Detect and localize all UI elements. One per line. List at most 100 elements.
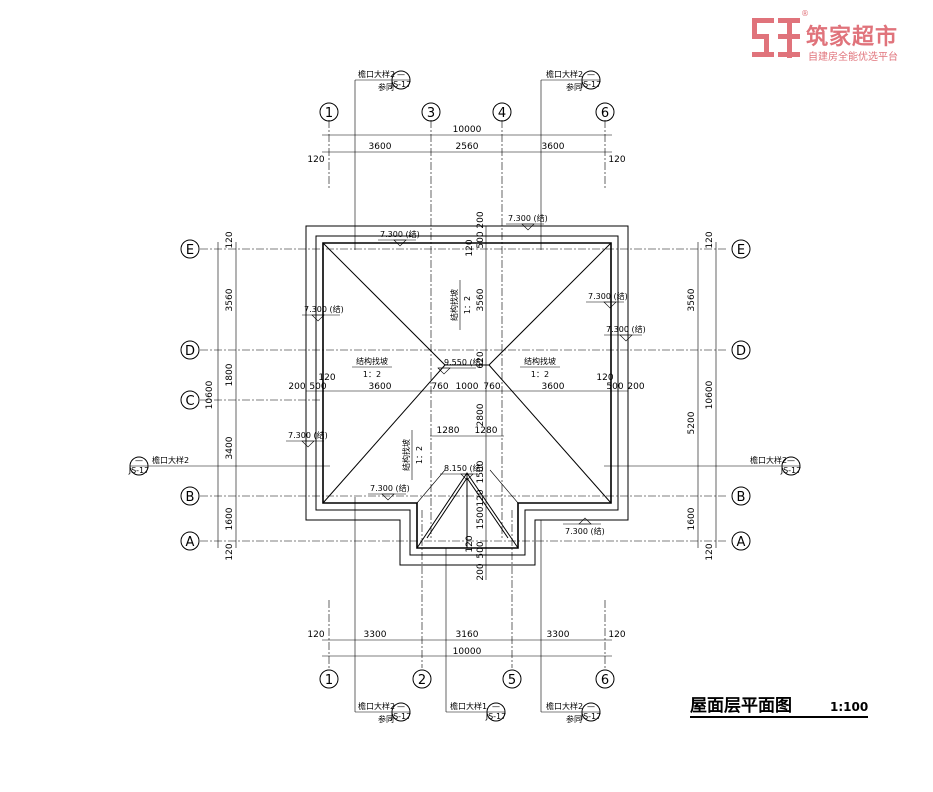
slope-right-ratio: 1：2 bbox=[531, 370, 549, 379]
dim-porch-w-1: 1280 bbox=[437, 426, 460, 436]
dim-top-seg-3: 2560 bbox=[456, 142, 479, 152]
dim-right-seg-3: 5200 bbox=[687, 411, 697, 434]
axis-label-top-3: 3 bbox=[427, 106, 435, 121]
dim-bottom-seg-4: 3300 bbox=[547, 630, 570, 640]
detail-ref-bottom-mid-text: 檐口大样1 bbox=[450, 701, 487, 711]
axis-bubbles-left: E D C B A bbox=[180, 239, 200, 551]
detail-ref-bottom-left: 檐口大样2 参同 — JS-17 bbox=[354, 497, 411, 724]
detail-ref-top-right-sub: 参同 bbox=[566, 82, 582, 92]
detail-ref-top-right-sheet: JS-17 bbox=[580, 80, 602, 89]
detail-ref-top-left-text: 檐口大样2 bbox=[358, 69, 395, 79]
detail-ref-bottom-mid-sheet: JS-17 bbox=[485, 712, 507, 721]
slope-left-ratio: 1：2 bbox=[363, 370, 381, 379]
detail-ref-right-num: — bbox=[787, 456, 795, 465]
axis-label-left-b: B bbox=[186, 490, 195, 505]
dim-center-v-1: 200 bbox=[476, 211, 486, 228]
elevation-ridge-text: 9.550 (结) bbox=[444, 357, 484, 367]
axis-bubbles-bottom: 1 2 5 6 bbox=[319, 669, 615, 689]
axis-bubbles-right: E D B A bbox=[731, 239, 751, 551]
logo-slogan-text: 自建房全能优选平台 bbox=[808, 50, 898, 63]
dim-center-v-4: 3560 bbox=[476, 288, 486, 311]
elevation-eave-right-upper-text: 7.300 (结) bbox=[588, 291, 628, 301]
dim-right-seg-1: 120 bbox=[705, 231, 715, 248]
detail-ref-top-right: 檐口大样2 参同 — JS-17 bbox=[540, 69, 602, 250]
elevation-eave-left-lower: 7.300 (结) bbox=[286, 430, 328, 448]
elevation-porch-ridge-text: 8.150 (结) bbox=[444, 463, 484, 473]
elevation-markers: 9.550 (结) 8.150 (结) 7.300 (结) 7.300 (结) … bbox=[286, 213, 646, 536]
elevation-eave-bottom-right: 7.300 (结) bbox=[563, 517, 605, 536]
detail-ref-left-text: 檐口大样2 bbox=[152, 455, 189, 465]
axis-label-left-c: C bbox=[185, 394, 194, 409]
left-dimensions: 10600 120 3560 1800 3400 1600 120 bbox=[205, 231, 237, 561]
elevation-eave-bottom-left-text: 7.300 (结) bbox=[370, 483, 410, 493]
logo-brand-text: 筑家超市 bbox=[806, 24, 898, 50]
logo-mark-icon bbox=[752, 18, 800, 58]
detail-ref-bottom-right-sheet: JS-17 bbox=[580, 712, 602, 721]
elevation-eave-bottom-right-text: 7.300 (结) bbox=[565, 526, 605, 536]
elevation-eave-left-upper: 7.300 (结) bbox=[302, 304, 344, 322]
dim-porch-v-5: 500 bbox=[476, 541, 486, 558]
axis-label-right-e: E bbox=[737, 243, 745, 258]
dim-right-total: 10600 bbox=[705, 380, 715, 409]
roof-outline bbox=[305, 225, 629, 566]
elevation-eave-right-mid-text: 7.300 (结) bbox=[606, 324, 646, 334]
dim-left-seg-3: 1800 bbox=[225, 363, 235, 386]
center-vertical-dims: 200 500 120 3560 620 2800 bbox=[465, 211, 487, 440]
axis-label-top-4: 4 bbox=[498, 106, 506, 121]
axis-label-left-d: D bbox=[185, 344, 195, 359]
right-dimensions: 120 3560 5200 1600 10600 120 bbox=[687, 231, 717, 561]
dim-inner-9: 200 bbox=[627, 382, 644, 392]
detail-ref-bottom-left-sub: 参同 bbox=[378, 714, 394, 724]
slope-left: 结构找坡 1：2 bbox=[352, 356, 392, 379]
axis-label-bottom-6: 6 bbox=[601, 673, 609, 688]
elevation-eave-top-right-text: 7.300 (结) bbox=[508, 213, 548, 223]
detail-ref-right-text: 檐口大样2 bbox=[750, 455, 787, 465]
detail-ref-bottom-left-num: — bbox=[397, 702, 405, 711]
detail-ref-right-sheet: JS-17 bbox=[780, 466, 802, 475]
dim-bottom-seg-1: 120 bbox=[307, 630, 324, 640]
elevation-eave-right-upper: 7.300 (结) bbox=[586, 291, 628, 309]
detail-ref-bottom-mid: 檐口大样1 — JS-17 bbox=[445, 548, 507, 722]
axis-label-top-1: 1 bbox=[325, 106, 333, 121]
dim-bottom-seg-2: 3300 bbox=[364, 630, 387, 640]
dim-porch-w-2: 1280 bbox=[475, 426, 498, 436]
detail-ref-bottom-right-sub: 参同 bbox=[566, 714, 582, 724]
detail-ref-bottom-mid-num: — bbox=[492, 702, 500, 711]
axis-label-top-6: 6 bbox=[601, 106, 609, 121]
dim-inner-4: 760 bbox=[431, 382, 448, 392]
elevation-eave-left-upper-text: 7.300 (结) bbox=[304, 304, 344, 314]
dim-center-v-6: 2800 bbox=[476, 403, 486, 426]
dim-inner-120-left: 120 bbox=[318, 373, 335, 383]
detail-ref-top-left-num: — bbox=[397, 70, 405, 79]
dim-porch-v-3: 1500 bbox=[476, 506, 486, 529]
dim-inner-6: 760 bbox=[483, 382, 500, 392]
slope-top-ratio: 1：2 bbox=[463, 296, 472, 314]
slope-left-label: 结构找坡 bbox=[356, 356, 388, 366]
detail-ref-bottom-right-num: — bbox=[587, 702, 595, 711]
dim-left-seg-5: 1600 bbox=[225, 507, 235, 530]
detail-ref-left: — JS-17 檐口大样2 bbox=[128, 455, 330, 476]
dim-bottom-total: 10000 bbox=[453, 647, 482, 657]
elevation-ridge: 9.550 (结) bbox=[437, 357, 484, 375]
axis-grid bbox=[200, 120, 728, 668]
dim-right-seg-4: 1600 bbox=[687, 507, 697, 530]
dim-porch-v-2: 120 bbox=[476, 489, 486, 506]
elevation-eave-left-lower-text: 7.300 (结) bbox=[288, 430, 328, 440]
dim-right-seg-2: 3560 bbox=[687, 288, 697, 311]
axis-label-bottom-2: 2 bbox=[418, 673, 426, 688]
dim-inner-5: 1000 bbox=[456, 382, 479, 392]
dim-top-total: 10000 bbox=[453, 125, 482, 135]
dim-inner-1: 200 bbox=[288, 382, 305, 392]
dim-top-seg-1: 120 bbox=[307, 155, 324, 165]
dim-bottom-seg-3: 3160 bbox=[456, 630, 479, 640]
logo-registered-mark: ® bbox=[801, 9, 809, 18]
detail-ref-top-right-text: 檐口大样2 bbox=[546, 69, 583, 79]
axis-label-right-a: A bbox=[737, 535, 746, 550]
detail-ref-top-right-num: — bbox=[587, 70, 595, 79]
dim-inner-120-right: 120 bbox=[596, 373, 613, 383]
detail-ref-bottom-left-text: 檐口大样2 bbox=[358, 701, 395, 711]
dim-top-seg-5: 120 bbox=[608, 155, 625, 165]
dim-inner-8: 500 bbox=[606, 382, 623, 392]
slope-right: 结构找坡 1：2 bbox=[520, 356, 560, 379]
